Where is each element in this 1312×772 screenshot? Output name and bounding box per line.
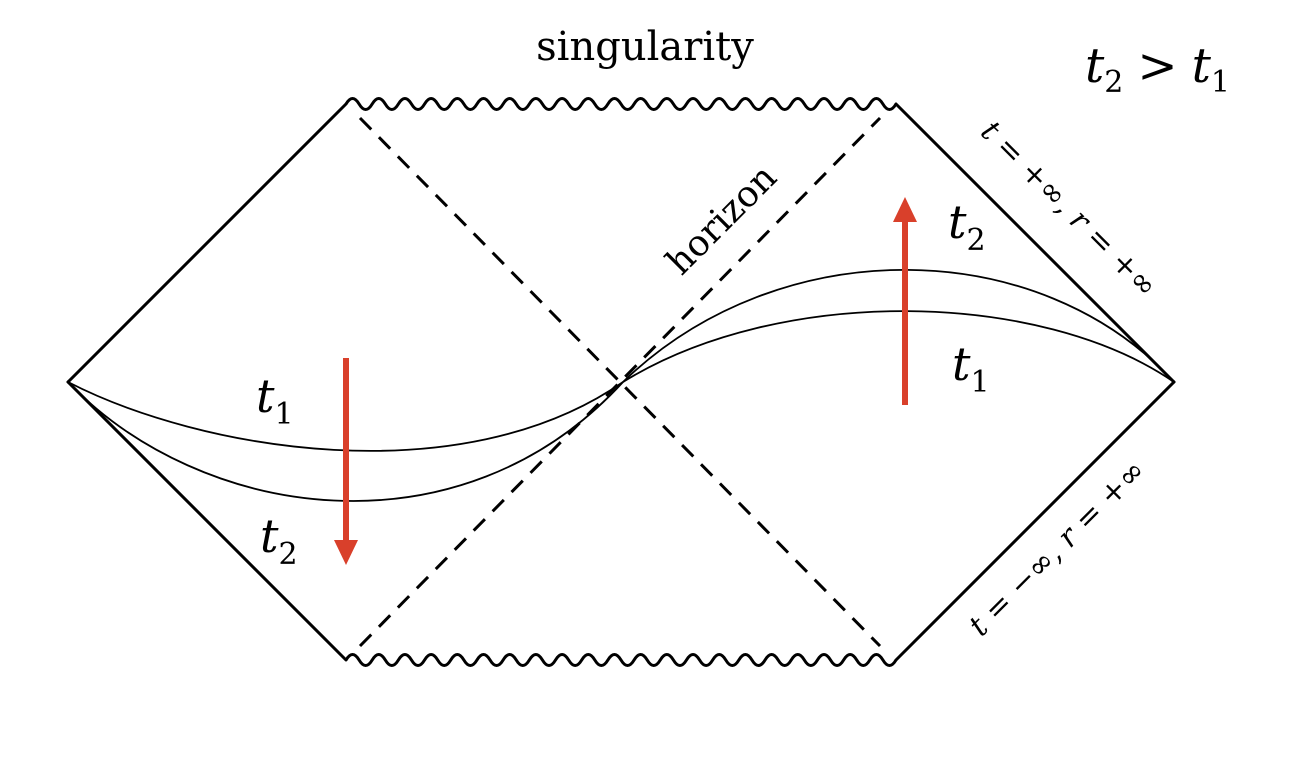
left-upper-boundary [66,102,348,384]
right-lower-boundary [894,380,1176,662]
time-relation-label: t2>t1 [1085,38,1230,100]
left-lower-boundary [66,380,348,662]
right-label-upper: t2 [948,195,986,258]
right-lower-sub: 1 [971,365,990,400]
right-upper-boundary [894,102,1176,384]
horizon-line-ascending [358,116,882,648]
left-upper-sub: 1 [275,397,294,432]
relation-t-right: t [1192,38,1212,94]
left-arrowhead [334,540,358,565]
horizon-line-descending [358,116,882,648]
top-singularity [344,97,898,111]
left-label-lower: t2 [260,509,298,572]
time-slice-t1 [67,310,1175,452]
left-arrow-down [334,358,358,565]
right-label-lower: t1 [952,337,990,400]
right-upper-t: t [948,195,967,249]
left-label-upper: t1 [256,369,294,432]
relation-sub-left: 2 [1104,65,1123,100]
left-lower-sub: 2 [279,537,298,572]
right-upper-sub: 2 [967,223,986,258]
bottom-singularity [344,653,898,667]
left-upper-t: t [256,369,275,423]
relation-t-left: t [1085,38,1105,94]
horizon-label: horizon [659,157,785,283]
relation-operator: > [1137,38,1177,94]
right-arrow-up [893,197,917,405]
left-lower-t: t [260,509,279,563]
singularity-label: singularity [536,24,754,70]
time-slice-t2 [67,269,1175,502]
relation-sub-right: 1 [1211,65,1230,100]
lower-right-boundary-label: t = −∞, r = +∞ [962,453,1152,643]
right-lower-t: t [952,337,971,391]
right-arrowhead [893,197,917,222]
